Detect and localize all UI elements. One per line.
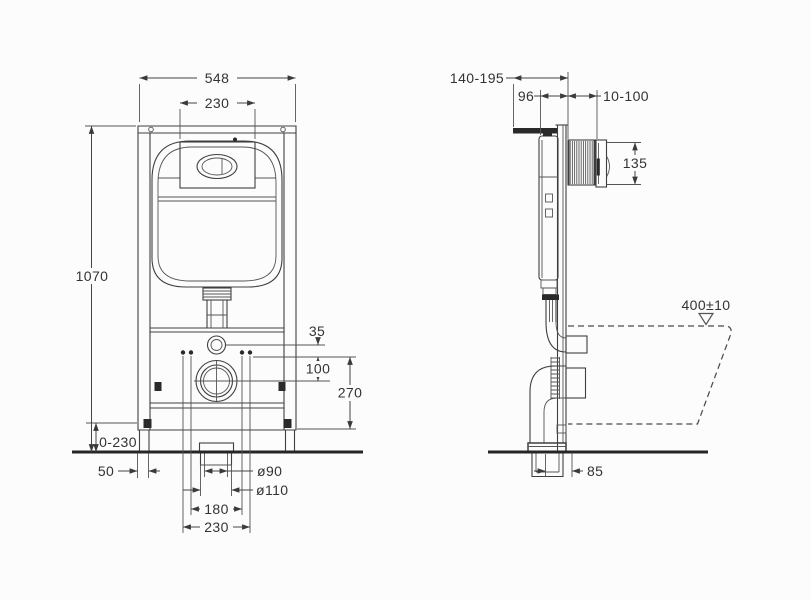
- dim-overall-width: 548: [205, 70, 230, 86]
- side-extension-lines: [513, 72, 641, 477]
- front-frame: [137, 125, 297, 453]
- fixing-tab: [278, 382, 286, 391]
- side-frame: [513, 124, 568, 453]
- bowl-studs-side: [565, 335, 588, 399]
- bowl-fixing-studs: [180, 350, 253, 355]
- flush-pipe-front: [202, 287, 232, 329]
- dim-foot-adjustment: 0-230: [99, 434, 137, 450]
- fixing-tab: [283, 419, 292, 428]
- dim-flush-plate-width: 230: [205, 95, 230, 111]
- dim-inlet-to-fixings: 35: [309, 323, 325, 339]
- dim-fixing-spacing-inner: 180: [204, 501, 229, 517]
- drain-pipe-below-floor-front: [198, 442, 235, 466]
- dim-drain-outer: ø110: [256, 482, 288, 498]
- side-dimension-labels: 140-195 96 10-100 135 400±10 85: [450, 70, 730, 479]
- dim-bowl-rim-height: 400±10: [681, 297, 730, 313]
- adjustment-sleeve: [567, 139, 596, 186]
- fixing-tab: [154, 382, 162, 391]
- dim-fixings-to-base: 270: [338, 385, 363, 401]
- bowl-outline-dashed: [568, 325, 732, 425]
- level-datum-icon: [697, 312, 715, 326]
- dim-drain-inner: ø90: [257, 463, 282, 479]
- cistern-front: [151, 140, 283, 288]
- dim-plate-height: 135: [623, 155, 648, 171]
- flush-button: [196, 153, 238, 180]
- flush-plate-side: [595, 139, 610, 188]
- front-dimension-lines: [88, 75, 353, 530]
- dim-frame-height: 1070: [76, 268, 109, 284]
- front-extension-lines: [85, 84, 356, 533]
- dim-fixing-spacing-outer: 230: [204, 519, 229, 535]
- fixing-tab: [143, 419, 152, 428]
- dim-foot-width: 50: [98, 463, 114, 479]
- water-inlet: [206, 335, 227, 355]
- flush-plate: [179, 137, 256, 189]
- front-view-drawing: 548 230 1070 35 100 270 0-230 50 ø90 ø11…: [72, 70, 366, 535]
- front-dimension-labels: 548 230 1070 35 100 270 0-230 50 ø90 ø11…: [76, 70, 363, 535]
- side-dimension-lines: [506, 75, 638, 474]
- wall-bracket: [513, 128, 557, 134]
- side-view-drawing: 140-195 96 10-100 135 400±10 85: [450, 70, 732, 479]
- dim-wall-finish: 10-100: [603, 88, 649, 104]
- dim-drain-to-wall: 85: [587, 463, 603, 479]
- dim-install-depth: 140-195: [450, 70, 504, 86]
- dim-fixings-to-drain: 100: [306, 361, 331, 377]
- cistern-side: [538, 132, 559, 323]
- dim-frame-depth: 96: [518, 88, 534, 104]
